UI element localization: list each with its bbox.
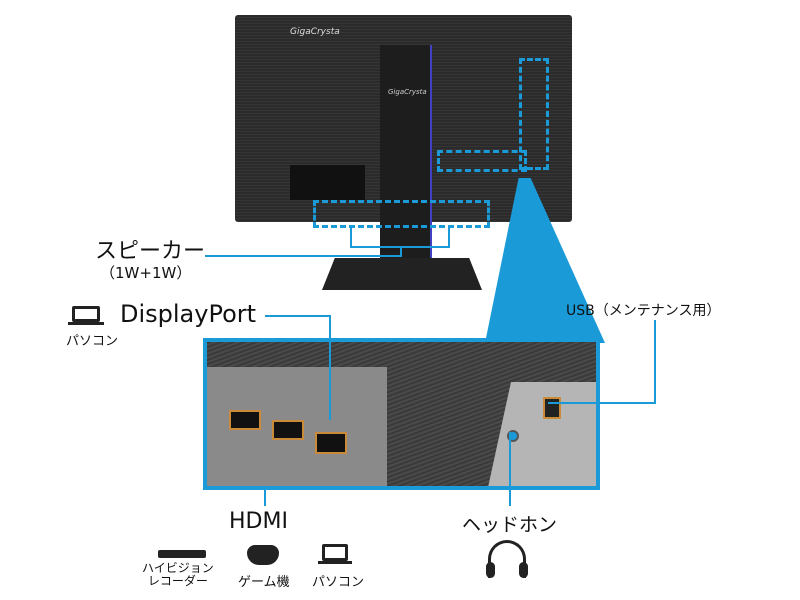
- stand-base: [322, 258, 482, 290]
- usb-label: USB（メンテナンス用）: [566, 303, 721, 319]
- usb-port: [543, 397, 561, 419]
- gamepad-icon: [247, 545, 279, 565]
- monitor-brand-logo: GigaCrysta: [290, 27, 340, 37]
- displayport-device-label: パソコン: [66, 334, 119, 349]
- hdmi-port-2: [272, 420, 304, 440]
- recorder-icon: [158, 550, 206, 558]
- speaker-highlight: [313, 200, 490, 228]
- ports-highlight: [437, 150, 527, 172]
- laptop-label: パソコン: [312, 575, 365, 590]
- stand-neck: [380, 45, 432, 260]
- recorder-label: ハイビジョンレコーダー: [142, 561, 214, 588]
- gamepad-label: ゲーム機: [238, 575, 290, 590]
- displayport-label: DisplayPort: [120, 300, 257, 328]
- laptop-icon: [72, 306, 100, 322]
- laptop-icon: [322, 544, 348, 561]
- headphone-label: ヘッドホン: [462, 514, 558, 536]
- speaker-spec-label: （1W+1W）: [100, 264, 192, 282]
- stand-logo: GigaCrysta: [388, 88, 427, 96]
- speaker-label: スピーカー: [95, 239, 206, 264]
- hdmi-label: HDMI: [229, 509, 288, 534]
- hdmi-port-1: [229, 410, 261, 430]
- ports-closeup-photo: [203, 338, 600, 490]
- headphone-icon: [488, 540, 526, 578]
- usb-highlight: [519, 58, 549, 170]
- displayport-port: [315, 432, 347, 454]
- label-plate: [290, 165, 365, 200]
